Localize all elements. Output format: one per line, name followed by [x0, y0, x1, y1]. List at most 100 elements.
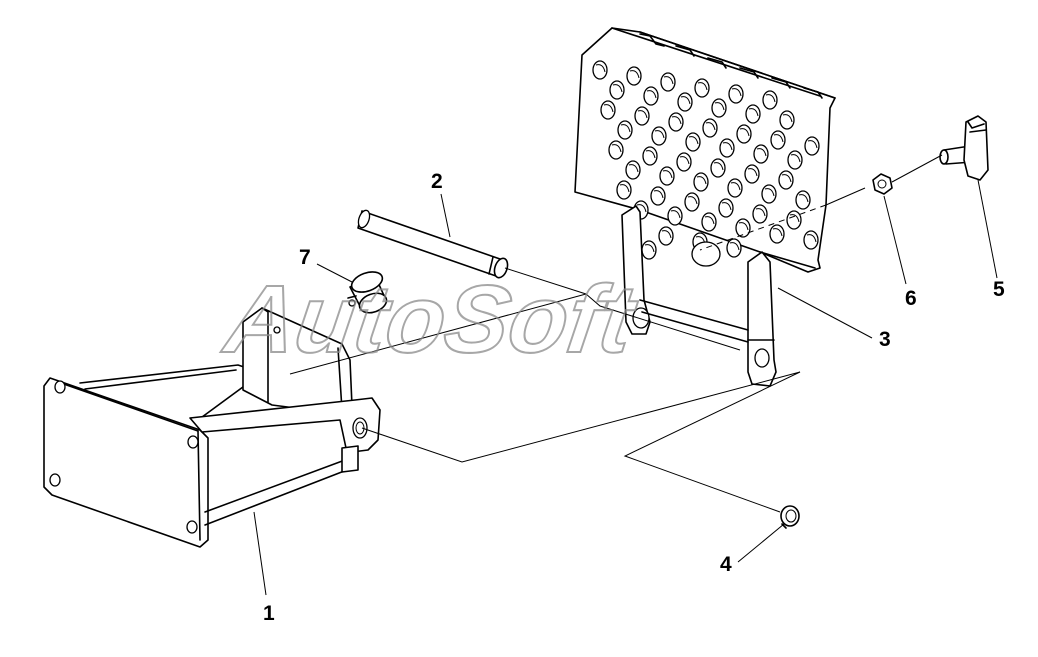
perforation-hole-rim — [636, 204, 647, 213]
perforation-hole-rim — [773, 134, 784, 143]
perforation-hole-rim — [764, 188, 775, 197]
perforation-hole — [650, 186, 666, 206]
perforation-hole-rim — [714, 102, 725, 111]
perforation-hole-rim — [713, 162, 724, 171]
callout-2: 2 — [431, 170, 443, 193]
perforation-hole-rim — [738, 222, 749, 231]
perforation-hole-rim — [680, 96, 691, 105]
perforation-hole — [617, 120, 633, 140]
perforation-hole — [726, 238, 742, 258]
perforation-hole-rim — [619, 184, 630, 193]
perforation-hole-rim — [696, 176, 707, 185]
perforation-hole-rim — [688, 136, 699, 145]
part-2-pin — [357, 209, 509, 279]
callout-7: 7 — [299, 246, 311, 269]
perforation-hole — [761, 184, 777, 204]
perforation-hole-rim — [729, 242, 740, 251]
perforation-hole — [693, 172, 709, 192]
part-6-nut — [872, 173, 893, 195]
perforation-hole-rim — [739, 128, 750, 137]
perforation-hole-rim — [730, 182, 741, 191]
part-3-pedal — [574, 27, 836, 387]
perforation-hole-rim — [722, 142, 733, 151]
perforation-hole — [702, 118, 718, 138]
perforation-hole-rim — [646, 90, 657, 99]
perforation-hole-rim — [781, 174, 792, 183]
perforation-hole — [684, 192, 700, 212]
perforation-hole-rim — [755, 208, 766, 217]
perforation-hole — [735, 218, 751, 238]
perforation-hole — [701, 212, 717, 232]
watermark-text: AutoSoft — [218, 266, 644, 372]
perforation-hole-rim — [661, 230, 672, 239]
assembly-axis-lines — [289, 154, 943, 513]
perforation-hole — [659, 166, 675, 186]
perforation-hole — [676, 152, 692, 172]
perforation-hole-rim — [687, 196, 698, 205]
perforation-hole-rim — [748, 108, 759, 117]
perforation-hole — [608, 140, 624, 160]
perforation-hole — [745, 104, 761, 124]
perforation-hole — [694, 78, 710, 98]
perforation-hole-rim — [671, 116, 682, 125]
perforation-hole — [625, 160, 641, 180]
part-7-bushing — [347, 271, 388, 314]
perforation-hole — [642, 146, 658, 166]
perforation-hole — [592, 60, 608, 80]
perforation-hole-rim — [747, 168, 758, 177]
perforation-hole-rim — [629, 70, 640, 79]
perforation-hole — [719, 138, 735, 158]
perforation-hole — [804, 136, 820, 156]
perforation-hole-rim — [663, 76, 674, 85]
callout-3: 3 — [879, 328, 891, 351]
perforation-hole-rim — [782, 114, 793, 123]
perforation-hole-rim — [679, 156, 690, 165]
perforation-hole — [711, 98, 727, 118]
perforation-hole-rim — [731, 88, 742, 97]
perforation-hole-rim — [721, 202, 732, 211]
perforation-hole-rim — [603, 104, 614, 113]
perforation-hole-rim — [806, 234, 817, 243]
callout-4: 4 — [720, 553, 732, 576]
perforation-hole — [658, 226, 674, 246]
perforation-hole-rim — [653, 190, 664, 199]
perforation-hole-rim — [798, 194, 809, 203]
perforation-hole-rim — [595, 64, 606, 73]
perforation-hole — [718, 198, 734, 218]
callout-leader-lines — [253, 179, 998, 596]
perforation-hole — [616, 180, 632, 200]
perforation-hole — [710, 158, 726, 178]
perforation-hole-rim — [790, 154, 801, 163]
perforation-hole-rim — [644, 244, 655, 253]
perforation-hole-rim — [704, 216, 715, 225]
callout-5: 5 — [993, 278, 1005, 301]
perforation-hole-rim — [637, 110, 648, 119]
perforation-hole-rim — [628, 164, 639, 173]
perforation-hole-rim — [612, 84, 623, 93]
perforation-hole-rim — [645, 150, 656, 159]
perforation-hole — [609, 80, 625, 100]
perforation-hole — [786, 210, 802, 230]
perforation-hole — [770, 130, 786, 150]
perforation-hole-rim — [620, 124, 631, 133]
perforation-hole — [728, 84, 744, 104]
perforation-hole-rim — [670, 210, 681, 219]
perforation-hole-rim — [611, 144, 622, 153]
part-5-bolt — [939, 115, 989, 181]
perforation-hole-rim — [772, 228, 783, 237]
perforation-hole — [752, 204, 768, 224]
perforation-hole — [660, 72, 676, 92]
perforation-hole-rim — [789, 214, 800, 223]
perforation-hole — [667, 206, 683, 226]
perforation-hole — [803, 230, 819, 250]
perforation-hole — [753, 144, 769, 164]
perforation-hole-rim — [756, 148, 767, 157]
perforation-hole — [643, 86, 659, 106]
perforation-hole — [779, 110, 795, 130]
perforation-hole-rim — [705, 122, 716, 131]
perforation-hole — [685, 132, 701, 152]
part-1-bracket — [43, 307, 381, 548]
perforation-hole — [634, 106, 650, 126]
perforation-hole — [626, 66, 642, 86]
